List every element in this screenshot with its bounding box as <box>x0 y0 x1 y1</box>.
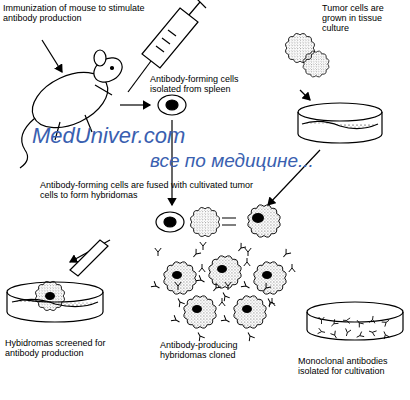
watermark: MedUniver.com <box>32 124 185 148</box>
step-label: Hybidromas screened for antibody product… <box>5 338 123 358</box>
hybridoma-cell <box>164 262 196 294</box>
hybridoma-cell <box>209 256 241 288</box>
step-label: Immunization of mouse to stimulate antib… <box>3 3 153 23</box>
watermark: все по медицине... <box>150 150 314 171</box>
step-label: Antibody-producing hybridomas cloned <box>160 340 275 360</box>
step-label: Monoclonal antibodies isolated for culti… <box>298 356 406 376</box>
hybridoma-cell <box>184 296 216 328</box>
step-label: Tumor cells are grown in tissue culture <box>322 3 406 33</box>
step-label: Antibody-forming cells isolated from spl… <box>150 74 250 94</box>
step-label: Antibody-forming cells are fused with cu… <box>40 180 270 200</box>
hybridoma-cell <box>254 262 286 294</box>
hybridoma-cell <box>234 296 266 328</box>
